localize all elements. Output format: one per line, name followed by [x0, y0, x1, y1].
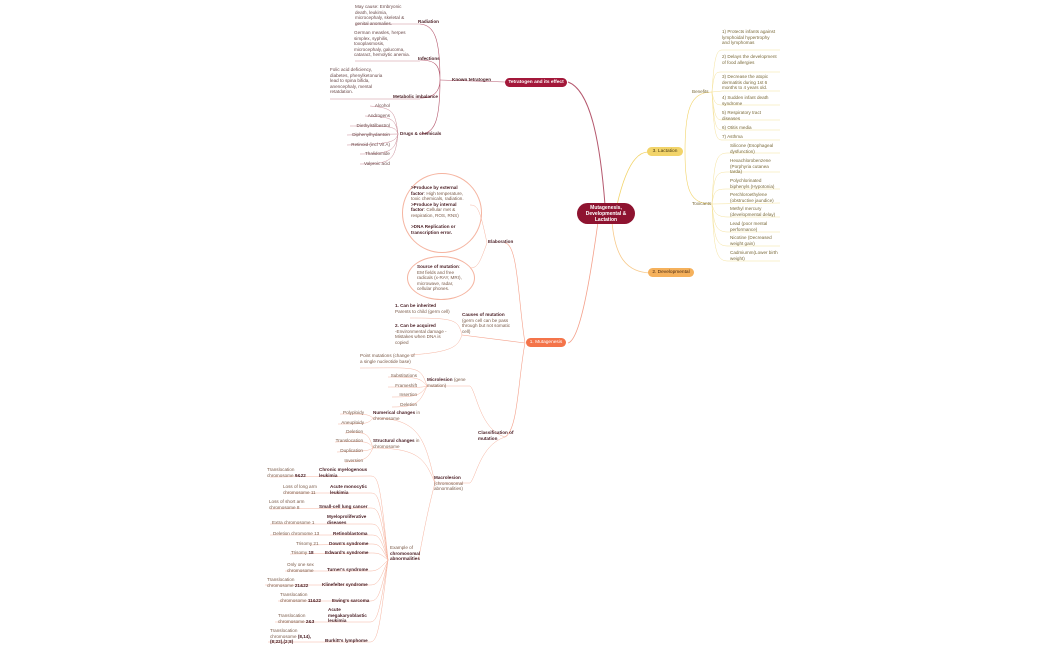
metabolic-label[interactable]: Metabolic imbalance [393, 94, 438, 99]
example-cause: Trisomy 21 [296, 541, 319, 546]
mutagenesis-topic[interactable]: 1. Mutagenesis [526, 338, 566, 347]
microlesion-label[interactable]: Microlesion (gene mutation) [427, 377, 466, 388]
benefit-item[interactable]: 6) Otitis media [722, 125, 752, 130]
benefit-item[interactable]: 2) Delays the development of food allerg… [722, 54, 777, 65]
numerical-item[interactable]: Polyploidy [343, 410, 364, 415]
causes-label[interactable]: Causes of mutation(germ cell can be pass… [462, 312, 511, 334]
microlesion-item[interactable]: Deletion [400, 402, 417, 407]
example-cause: Only one sex chromosome [287, 562, 314, 573]
developmental-topic[interactable]: 2. Developmental [648, 268, 694, 277]
lactation-topic[interactable]: 3. Lactation [647, 147, 683, 156]
example-disease[interactable]: Klinefelter syndrome [322, 582, 368, 587]
toxicant-item[interactable]: Methyl mercury (developmental delay) [730, 206, 776, 217]
example-disease[interactable]: Edward's syndrome [325, 550, 369, 555]
drugs-label[interactable]: Drugs & chemicals [400, 131, 442, 136]
benefit-item[interactable]: 4) Sudden infant death syndrome [722, 95, 769, 106]
example-disease[interactable]: Retinoblastoma [333, 531, 368, 536]
example-cause: Translocation chromosome (8,14), (8;22),… [270, 628, 312, 645]
benefit-item[interactable]: 7) Asthma [722, 134, 743, 139]
structural-item[interactable]: Translocation [335, 438, 363, 443]
example-disease[interactable]: Small-cell lung cancer [319, 504, 368, 509]
toxicants-label[interactable]: Toxicants [692, 201, 712, 206]
example-disease[interactable]: Down's syndrome [329, 541, 369, 546]
benefit-item[interactable]: 1) Protects infants against lymphoidal h… [722, 29, 776, 46]
toxicant-item[interactable]: Hexachlorobenzene (Porphyria cutanea tar… [730, 158, 771, 175]
structural-item[interactable]: Duplication [340, 448, 363, 453]
macrolesion-label[interactable]: Macrolesion(chromosomal abnormalities) [434, 475, 464, 492]
metabolic-detail: Folic acid deficiency, diabetes, phenylk… [330, 67, 383, 95]
microlesion-item[interactable]: Frameshift [395, 383, 417, 388]
drug-item[interactable]: Retinoid (incl Vit A) [351, 142, 390, 147]
drug-item[interactable]: Alcohol [374, 103, 390, 108]
drug-item[interactable]: Diphenylhydantoin [352, 132, 390, 137]
drug-item[interactable]: Thalidomide [364, 151, 390, 156]
central-topic[interactable]: Mutagenesis, Developmental & Lactation [577, 203, 635, 224]
example-cause: Trisomy 18 [291, 550, 314, 555]
elaboration-circle-1[interactable] [402, 173, 482, 253]
teratogen-topic[interactable]: Tetratogen and its effect [505, 78, 567, 87]
infections-detail: German measles, herpes simplex, syphilis… [354, 30, 410, 58]
example-disease[interactable]: Ewing's sarcoma [332, 598, 370, 603]
toxicant-item[interactable]: Nicotine (Decreased weight gain) [730, 235, 772, 246]
cause-acquired[interactable]: 2. Can be acquired-Environmental damage … [395, 323, 447, 345]
toxicant-item[interactable]: Polychlorinated biphenyls (Hypotonia) [730, 178, 775, 189]
drug-item[interactable]: Diethylstilbestrol [356, 123, 390, 128]
example-cause: Translocation chromosome 11&22 [280, 592, 322, 603]
benefit-item[interactable]: 5) Respiratory tract diseases [722, 110, 762, 121]
structural-item[interactable]: Inversion [344, 458, 363, 463]
point-mutation-note: Point mutations (change of a single nucl… [360, 353, 415, 364]
example-disease[interactable]: Chronic myelogenous leukimia [319, 467, 368, 478]
microlesion-item[interactable]: Insertion [399, 392, 417, 397]
numerical-changes-label[interactable]: Numerical changes in chromosome [373, 410, 420, 421]
example-disease[interactable]: Myeloproliferative diseases [327, 514, 367, 525]
example-cause: Loss of short arm chromosome 8 [269, 499, 305, 510]
example-disease[interactable]: Turner's syndrome [327, 567, 369, 572]
example-disease[interactable]: Acute monocytic leukimia [330, 484, 368, 495]
radiation-detail: May cause: Embryonic death, leukimia, mi… [355, 4, 405, 26]
example-cause: Translocation chromosome 9&22 [267, 467, 306, 478]
elaboration-label[interactable]: Elaboration [488, 239, 514, 244]
elaboration-circle-2[interactable] [407, 256, 475, 300]
toxicant-item[interactable]: Silicone (Esophageal dysfunction) [730, 143, 774, 154]
classification-label[interactable]: Classification of mutation [478, 430, 514, 441]
example-disease[interactable]: Acute megakaryoblastic leukimia [328, 607, 367, 624]
numerical-item[interactable]: Aneuploidy [341, 420, 364, 425]
toxicant-item[interactable]: Cadmiumm(Lower birth weight) [730, 250, 778, 261]
drug-item[interactable]: Valproic acid [364, 161, 390, 166]
radiation-label[interactable]: Radiation [418, 19, 439, 24]
example-cause: Translocation chromosome 2&3 [278, 613, 315, 624]
toxicant-item[interactable]: Perchloroethylene (obstructive jaundice) [730, 192, 774, 203]
example-cause: Loss of long arm chromosome 11 [283, 484, 317, 495]
benefit-item[interactable]: 3) Decrease the atopic dermatitis during… [722, 74, 769, 91]
structural-changes-label[interactable]: Structural changes in chromosome [373, 438, 420, 449]
infections-label[interactable]: Infections [418, 56, 440, 61]
benefits-label[interactable]: Benefits [692, 89, 709, 94]
example-disease[interactable]: Burkitt's lymphome [325, 638, 368, 643]
elaboration-circle-1-text: >Produce by external factor: High temper… [411, 185, 464, 235]
example-cause: Deletion chromome 13 [273, 531, 320, 536]
elaboration-circle-2-text: Source of mutation: EM fields and free r… [417, 264, 462, 292]
toxicant-item[interactable]: Lead (poor mental performance) [730, 221, 768, 232]
example-cause: Translocation chromosome 21&22 [267, 577, 309, 588]
example-cause: Extra chromosome 1 [272, 520, 315, 525]
microlesion-item[interactable]: Substitutions [390, 373, 417, 378]
drug-item[interactable]: Androgens [367, 113, 390, 118]
known-teratogen-label[interactable]: Known tetratogen [452, 77, 492, 82]
structural-item[interactable]: Deletion [346, 429, 363, 434]
